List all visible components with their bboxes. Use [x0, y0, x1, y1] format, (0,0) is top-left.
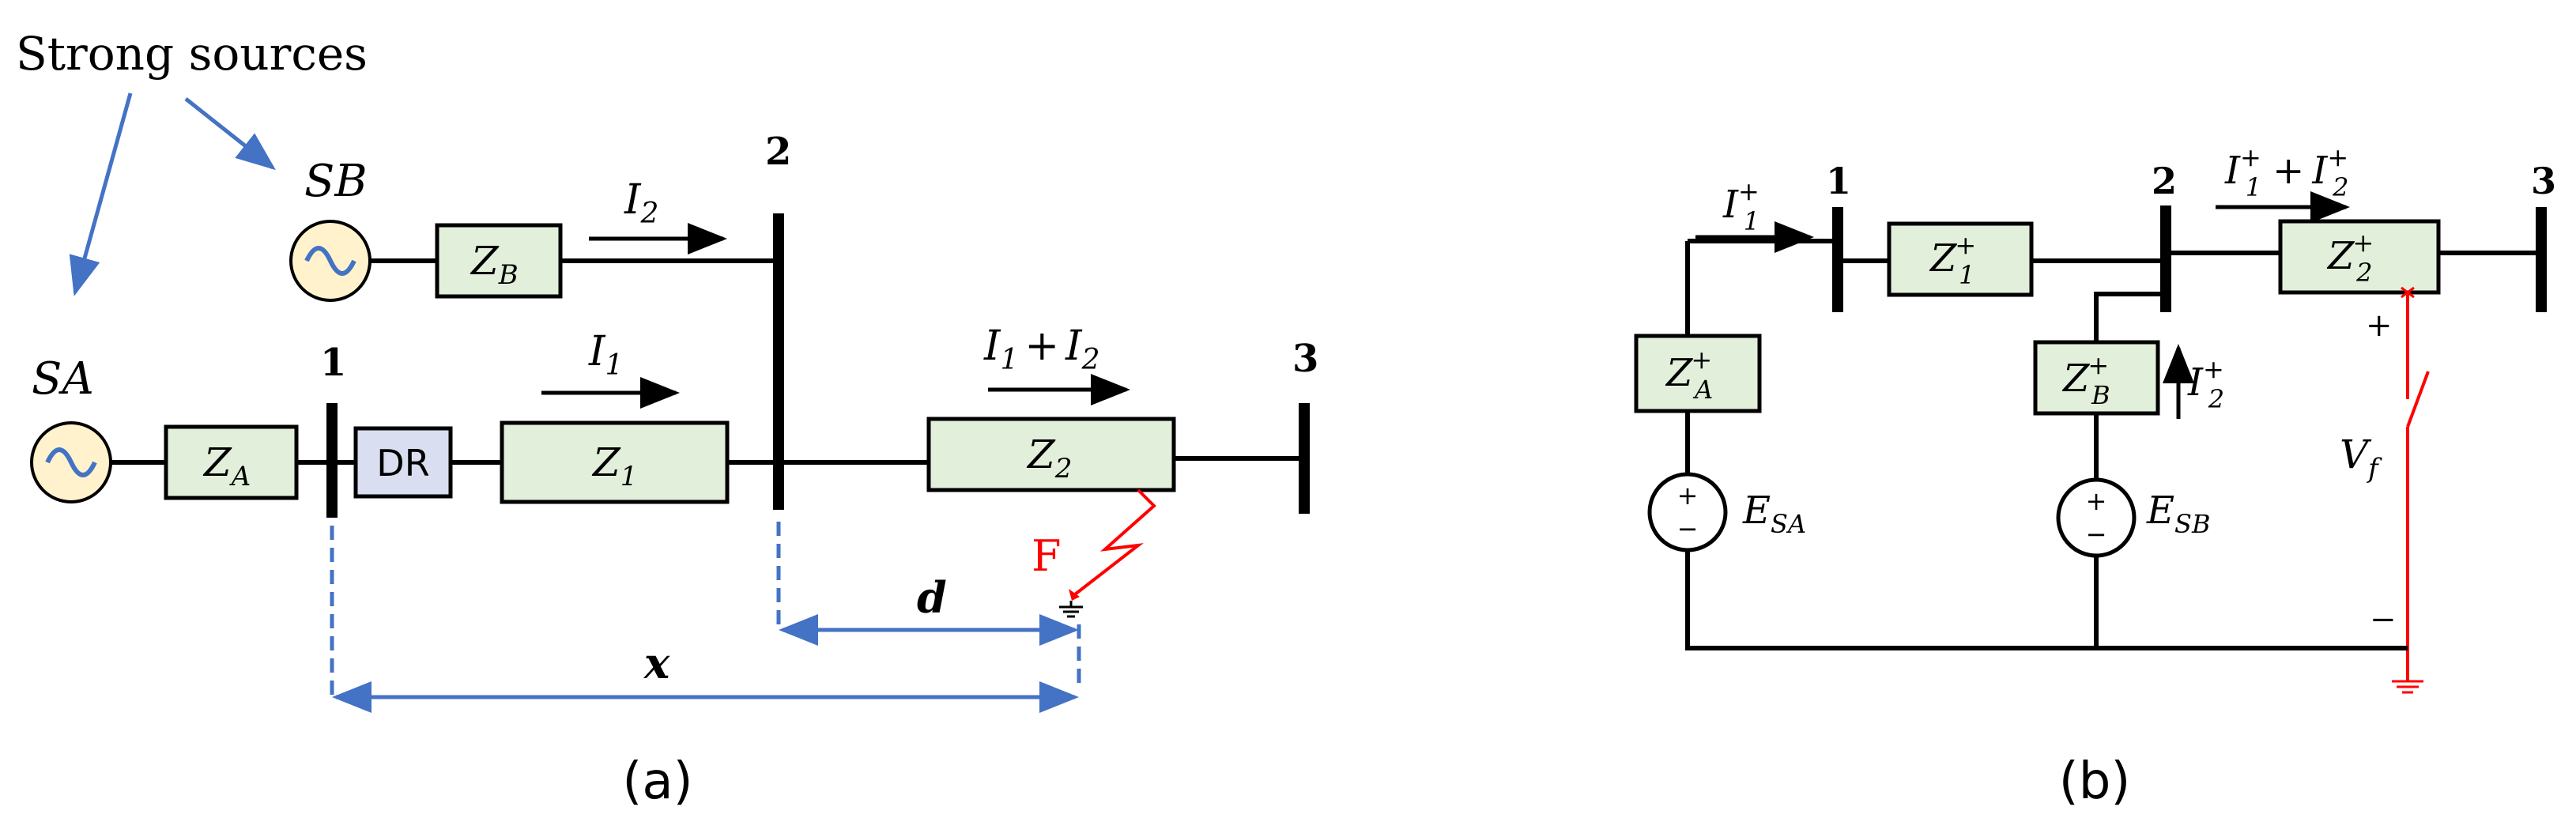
- vf-plus-label: +: [2366, 307, 2393, 344]
- impedance-zb-label: ZB: [470, 238, 519, 291]
- bus-2-a-label: 2: [765, 130, 791, 174]
- vf-label: Vf: [2340, 432, 2382, 484]
- bus-1-a-label: 1: [320, 341, 346, 385]
- caption-b: (b): [2059, 752, 2131, 811]
- source-esa-icon: + −: [1647, 472, 1728, 552]
- fault-arrowhead-icon: [1069, 589, 1080, 601]
- svg-text:+: +: [1677, 481, 1699, 511]
- source-esa-label: ESA: [1742, 488, 1806, 539]
- ground-icon-a: [1059, 601, 1083, 618]
- panel-a: Strong sources SB ZB I2 SA ZA 1 DR: [16, 27, 1318, 811]
- current-i2-plus-label: I+2: [2187, 354, 2224, 414]
- ground-icon-b: [2392, 680, 2423, 694]
- strong-sources-label: Strong sources: [16, 27, 368, 81]
- source-sb-label: SB: [304, 156, 368, 207]
- impedance-z2-label: Z2: [1026, 432, 1072, 484]
- svg-text:−: −: [1677, 514, 1699, 544]
- relay-dr-label: DR: [376, 442, 429, 484]
- source-esb-icon: + −: [2056, 477, 2137, 558]
- current-i1-label: I1: [588, 328, 623, 382]
- dimension-d-label: d: [917, 572, 947, 623]
- impedance-zb-plus-label: Z+B: [2061, 350, 2110, 410]
- dimension-x-label: x: [643, 638, 670, 688]
- fault-label: F: [1032, 531, 1061, 581]
- impedance-z1: [500, 420, 730, 504]
- impedance-za-plus-label: Z+A: [1665, 345, 1713, 405]
- bus-2-b-label: 2: [2152, 160, 2177, 202]
- bus-3-b-label: 3: [2531, 160, 2556, 202]
- impedance-z2-plus-label: Z+2: [2326, 228, 2374, 288]
- panel-b: Z+A + − ESA I+1 1 Z+1 2 Z+B I+2 +: [1634, 142, 2556, 811]
- source-sa-label: SA: [32, 353, 94, 405]
- annotation-arrow-sa: [69, 92, 133, 296]
- current-i1-i2-plus-label: I+1+I+2: [2224, 142, 2349, 202]
- bus-1-b-label: 1: [1826, 160, 1851, 202]
- svg-text:−: −: [2086, 519, 2107, 549]
- current-i1-plus-label: I+1: [1722, 176, 1759, 236]
- impedance-za-plus: [1634, 334, 1762, 413]
- vf-minus-label: −: [2370, 601, 2397, 638]
- source-sb-icon: [289, 220, 372, 302]
- annotation-arrow-sb: [184, 97, 276, 171]
- impedance-z2: [926, 417, 1176, 492]
- current-i1-i2-label: I1+I2: [983, 322, 1099, 376]
- bus-3-a-label: 3: [1292, 337, 1318, 381]
- impedance-z1-label: Z1: [591, 439, 637, 492]
- svg-text:+: +: [2086, 486, 2107, 516]
- impedance-z1-plus-label: Z+1: [1929, 230, 1976, 290]
- impedance-za-label: ZA: [202, 439, 251, 492]
- caption-a: (a): [622, 752, 692, 811]
- fault-bolt-icon: [1073, 488, 1156, 596]
- wire-bus2-zb: [2094, 292, 2166, 342]
- impedance-z2-plus: [2278, 219, 2441, 295]
- impedance-za: [164, 424, 299, 500]
- fault-switch-icon: [2401, 286, 2430, 681]
- source-sa-icon: [30, 421, 112, 503]
- impedance-zb: [435, 223, 563, 299]
- source-esb-label: ESB: [2146, 488, 2210, 539]
- current-i2-label: I2: [624, 176, 658, 230]
